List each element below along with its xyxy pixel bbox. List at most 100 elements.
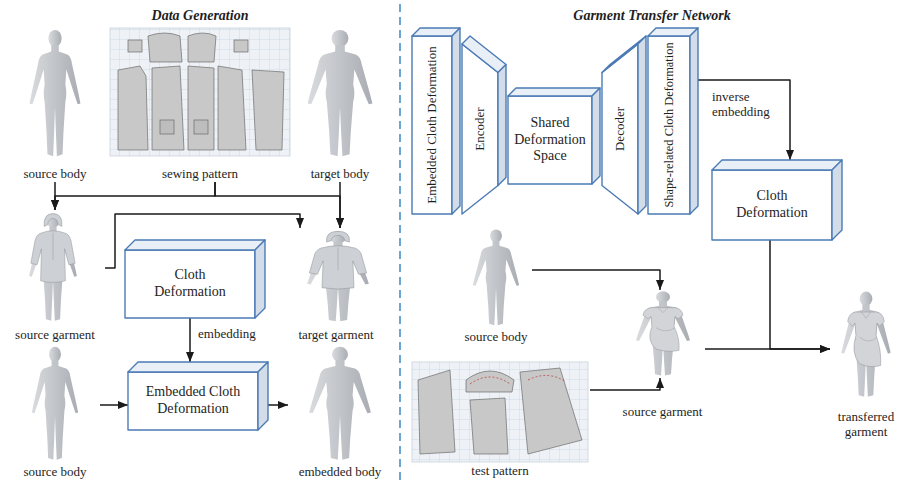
figure-caption: source garment [623,404,703,420]
figure-panel: sewing pattern [108,28,292,182]
box-label: Shared Deformation Space [512,115,588,165]
figure-panel: source body [10,345,100,480]
box-text-area: Shared Deformation Space [508,96,592,184]
box-label: Encoder [472,107,488,150]
connector-arrow [532,270,660,290]
box-front-face [712,170,832,240]
body-figure [636,291,690,375]
box-top-face [712,160,842,170]
figure-caption: embedded body [299,464,382,480]
section-title: Garment Transfer Network [573,7,730,25]
box-top-face [462,36,506,73]
network-layer: Encoder [462,36,506,214]
figure-caption: source garment [15,327,95,343]
body-figure [308,30,373,156]
box-label: Embedded Cloth Deformation [143,384,243,418]
process-box: Shared Deformation Space [508,88,600,184]
connector-arrow [189,318,191,362]
box-label: Cloth Deformation [150,267,230,301]
figure-panel: transferred garment [830,290,902,440]
process-box: Embedded Cloth Deformation [412,28,460,214]
figure-caption: source body [23,464,86,480]
box-text-area: Decoder [602,44,638,214]
connector-arrow [100,404,128,406]
box-front-face [648,36,690,214]
pattern-piece [234,40,248,52]
box-text-area: Shape-related Cloth Deformation [648,36,690,214]
body-figure [307,231,369,321]
process-box: Cloth Deformation [125,240,265,318]
pattern-piece [194,120,208,134]
connector-arrow [339,182,341,228]
box-text-area: Embedded Cloth Deformation [128,372,258,430]
box-side-face [592,88,600,184]
figure-caption: target body [311,166,370,182]
body-figure [841,292,890,397]
pattern-piece [148,33,182,62]
box-label: Shape-related Cloth Deformation [662,42,677,207]
box-text-area: Encoder [462,44,498,214]
box-front-face [412,36,452,214]
body-figure [32,347,78,460]
stitch-line [528,375,566,382]
body-figure [309,347,371,460]
connector-arrow [268,404,288,406]
connector-arrow [770,240,830,349]
network-layer: Decoder [602,36,646,214]
box-top-face [508,88,600,96]
figure-panel: source garment [5,210,105,343]
figure-panel: test pattern [410,362,590,479]
pattern-piece [128,40,142,52]
section-divider [399,4,401,481]
connector-arrow [55,182,215,210]
figure-caption: source body [464,329,527,345]
figure-caption: test pattern [471,463,528,479]
garment-figure [31,214,75,283]
body-figure [30,30,81,156]
process-box: Cloth Deformation [712,160,842,240]
garment-figure [848,312,885,367]
connector-arrow [698,80,790,160]
box-side-face [498,65,506,186]
pattern-piece [218,66,246,150]
pattern-sheet [412,362,588,462]
box-side-face [452,28,460,214]
figure-caption: target garment [298,327,373,343]
box-side-face [258,362,268,430]
figure-panel: source body [460,228,532,345]
pattern-piece [466,371,514,392]
box-text-area: Embedded Cloth Deformation [412,36,452,214]
figure-panel: embedded body [288,345,392,480]
figure-caption: sewing pattern [162,166,238,182]
pattern-piece [152,66,184,150]
pattern-piece [418,370,455,454]
pattern-piece [188,66,214,150]
connector-arrow [215,182,340,228]
pattern-piece [252,70,284,150]
box-top-face [128,362,268,372]
section-title: Data Generation [152,7,249,25]
box-side-face [638,36,646,214]
edge-label: embedding [196,326,258,341]
box-side-face [255,240,265,318]
process-box: Shape-related Cloth Deformation [648,28,698,214]
pattern-piece [520,368,582,454]
body-figure [473,229,519,325]
figure-panel: target body [288,28,392,182]
process-box: Embedded Cloth Deformation [128,362,268,430]
garment-figure [309,231,366,289]
box-front-face [128,372,258,430]
box-label: Decoder [612,107,628,151]
pattern-piece [160,120,174,134]
figure-panel: source body [10,28,100,182]
stitch-line [470,377,510,384]
box-label: Cloth Deformation [732,188,812,222]
figure-panel: source garment [620,290,705,378]
box-text-area: Cloth Deformation [712,170,832,240]
garment-figure [643,308,683,352]
box-side-face [832,160,842,240]
connector-arrow [590,378,660,390]
figure-caption: source body [23,166,86,182]
box-front-face [602,44,638,214]
